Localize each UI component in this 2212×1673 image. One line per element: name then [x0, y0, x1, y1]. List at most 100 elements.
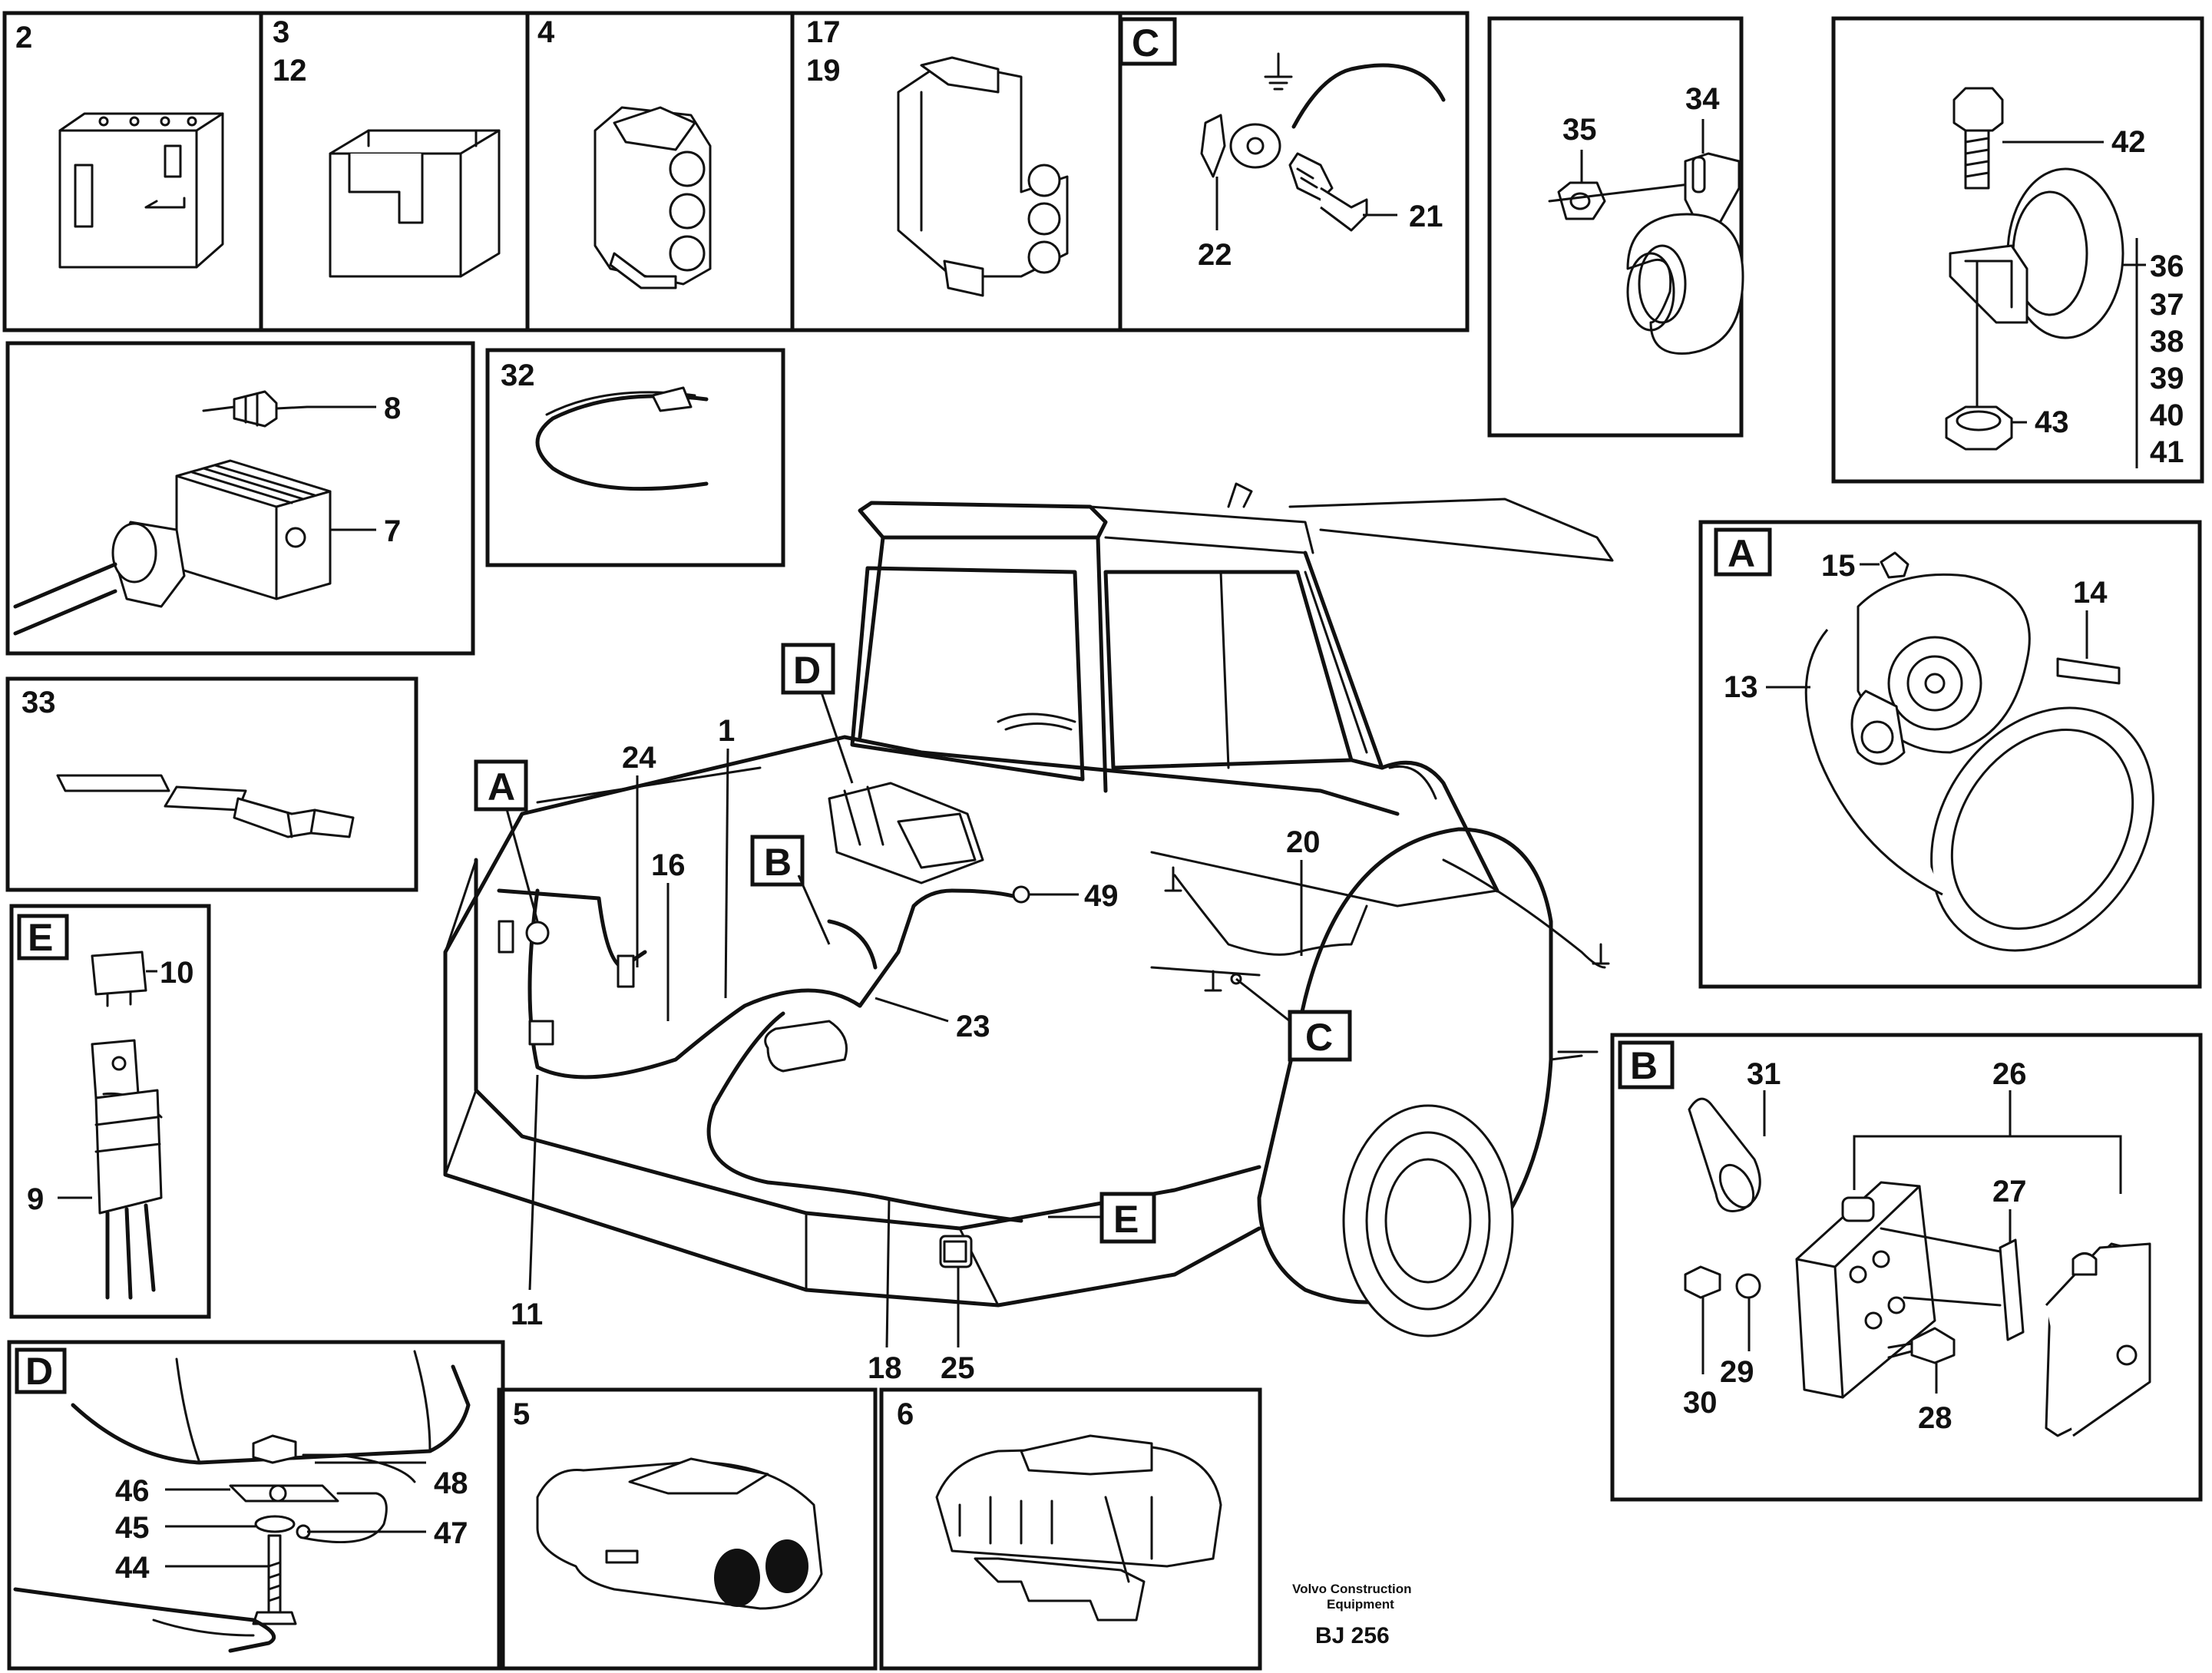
part-number-label: 6 — [897, 1397, 914, 1431]
panel-frame — [485, 348, 785, 567]
callout-30: 30 — [1683, 1386, 1718, 1420]
callout-11: 11 — [511, 1298, 543, 1331]
panel-grommet-36-43: 42 43 36 37 38 39 40 41 — [1831, 16, 2204, 484]
part-number-label: 17 — [806, 15, 841, 49]
callout-26: 26 — [1992, 1057, 2027, 1091]
callout-40: 40 — [2150, 398, 2184, 432]
callout-28: 28 — [1918, 1401, 1952, 1435]
callout-44: 44 — [115, 1551, 150, 1585]
panel-tag — [17, 914, 69, 960]
panel-tag — [1618, 1040, 1675, 1089]
panel-tag-label: A — [1728, 532, 1755, 575]
panel-frame — [497, 1387, 878, 1671]
main-tag-A-label: A — [488, 765, 515, 808]
panel-frame — [7, 1340, 505, 1671]
part-number-label: 5 — [513, 1397, 530, 1431]
panel-connector-3-12: 3 12 — [273, 15, 501, 278]
callout-34: 34 — [1685, 82, 1720, 116]
callout-14: 14 — [2073, 576, 2108, 610]
part-number-label: 2 — [15, 21, 32, 55]
panel-frame — [5, 676, 418, 892]
panel-tag-label: B — [1630, 1044, 1658, 1087]
callout-45: 45 — [115, 1511, 150, 1545]
footer: Volvo Construction Equipment BJ 256 — [1292, 1582, 1412, 1648]
part-number-label: 33 — [21, 686, 56, 719]
panel-frame — [1487, 16, 1744, 438]
panel-tag-label: C — [1132, 21, 1159, 64]
panel-tag-label: D — [25, 1350, 53, 1393]
callout-49: 49 — [1084, 879, 1119, 913]
callout-18: 18 — [868, 1351, 902, 1385]
callout-25: 25 — [941, 1351, 975, 1385]
callout-27: 27 — [1992, 1175, 2027, 1208]
panel-frame — [1831, 16, 2204, 484]
part-number-label: 3 — [273, 15, 289, 49]
panel-tag-label: E — [28, 916, 53, 959]
panel-connector-6: 6 — [879, 1387, 1262, 1671]
panel-tag — [1714, 527, 1772, 577]
panel-connectors-top — [2, 11, 1470, 332]
callout-16: 16 — [651, 848, 686, 882]
callout-10: 10 — [160, 956, 194, 990]
callout-29: 29 — [1720, 1355, 1754, 1389]
main-tag-C — [1288, 1010, 1352, 1062]
callout-8: 8 — [384, 392, 401, 425]
panel-E-fuse-relay: E 10 9 — [9, 904, 211, 1319]
callout-24: 24 — [622, 741, 656, 775]
panel-frame — [5, 341, 475, 656]
panel-connector-17-19: 17 19 — [806, 15, 1069, 297]
panel-sensor-7-8: 8 7 — [5, 341, 475, 656]
callout-23: 23 — [956, 1010, 990, 1043]
callout-9: 9 — [27, 1182, 44, 1216]
callout-41: 41 — [2150, 435, 2184, 469]
panel-frame — [879, 1387, 1262, 1671]
callout-20: 20 — [1286, 825, 1321, 859]
part-number-label: 4 — [537, 15, 555, 49]
panel-frame — [1698, 520, 2202, 989]
panel-A-horn: A 15 14 13 — [1698, 520, 2202, 989]
panel-frame — [1610, 1033, 2203, 1502]
panel-tag — [15, 1347, 67, 1394]
callout-39: 39 — [2150, 362, 2184, 395]
brand-line-1: Volvo Construction — [1292, 1582, 1412, 1596]
callout-42: 42 — [2111, 125, 2146, 159]
drawing-code: BJ 256 — [1315, 1623, 1390, 1648]
part-number-label: 12 — [273, 54, 307, 88]
callout-31: 31 — [1747, 1057, 1781, 1091]
main-tag-D-label: D — [793, 649, 821, 692]
main-tag-B-label: B — [764, 841, 792, 884]
panel-clamp-34-35: 35 34 — [1487, 16, 1744, 438]
callout-48: 48 — [434, 1466, 468, 1500]
callout-13: 13 — [1724, 670, 1758, 704]
panel-cable-tie-32: 32 — [485, 348, 785, 567]
brand-line-2: Equipment — [1327, 1597, 1394, 1612]
main-tag-B — [750, 835, 805, 887]
panel-C-ground-terminal: C 21 22 — [1119, 17, 1446, 272]
panel-strap-33: 33 — [5, 676, 418, 892]
callout-21: 21 — [1409, 200, 1443, 233]
callout-46: 46 — [115, 1474, 150, 1508]
main-tag-D — [781, 643, 835, 695]
main-tag-A — [474, 759, 528, 812]
part-number-label: 19 — [806, 54, 841, 88]
callout-7: 7 — [384, 514, 401, 548]
callout-37: 37 — [2150, 288, 2184, 322]
callout-36: 36 — [2150, 250, 2184, 283]
callout-1: 1 — [718, 714, 735, 748]
main-tag-C-label: C — [1305, 1016, 1333, 1059]
panel-D-ground-bolt: D 46 48 45 47 44 — [7, 1340, 505, 1671]
panel-connector-2: 2 — [15, 21, 224, 269]
panel-frame — [2, 11, 1470, 332]
callout-47: 47 — [434, 1516, 468, 1550]
panel-tag — [1119, 17, 1177, 66]
callout-38: 38 — [2150, 325, 2184, 359]
part-number-label: 32 — [501, 359, 535, 392]
callout-35: 35 — [1562, 113, 1597, 147]
panel-frame — [9, 904, 211, 1319]
panel-connector-5: 5 — [497, 1387, 878, 1671]
main-tag-E-label: E — [1113, 1198, 1139, 1241]
callout-43: 43 — [2035, 405, 2069, 439]
machine-wiring-illustration: D A B C E 1 24 16 20 49 23 11 18 25 — [443, 482, 1614, 1385]
callout-15: 15 — [1821, 549, 1856, 583]
